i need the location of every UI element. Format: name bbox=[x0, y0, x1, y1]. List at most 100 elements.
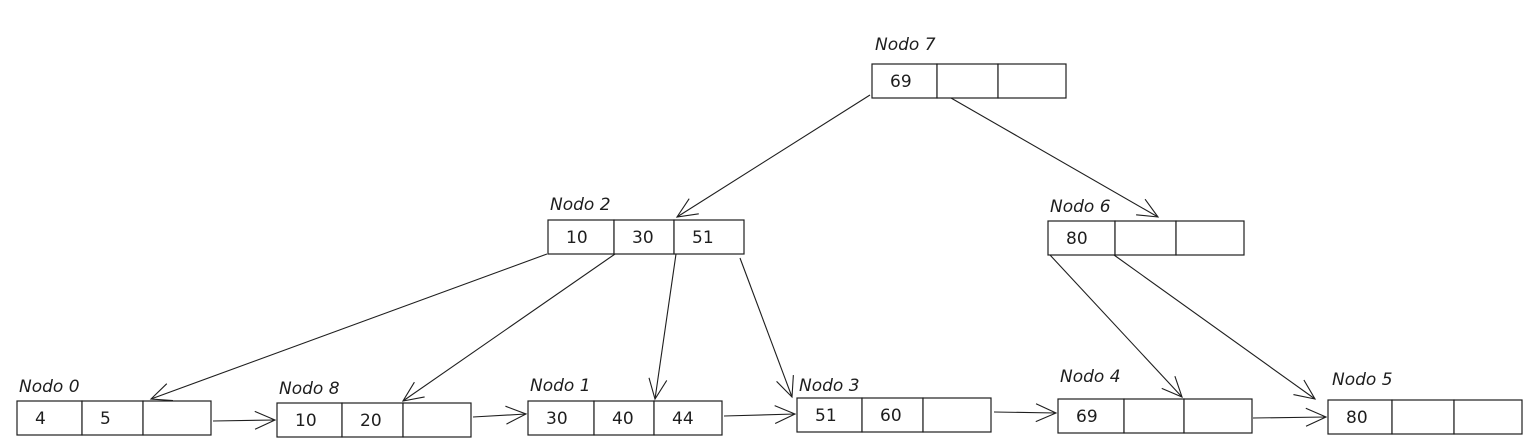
node-1-key-0: 30 bbox=[546, 409, 568, 429]
edge-node-2-to-node-1-arrowhead bbox=[648, 377, 668, 401]
node-6-key-cell-2 bbox=[1175, 220, 1245, 256]
node-3-key-cell-0 bbox=[796, 397, 863, 433]
node-7-key-cell-2 bbox=[997, 63, 1067, 99]
leaf-link-node-3-to-node-4-arrowhead bbox=[1035, 403, 1058, 423]
node-5-key-cell-1 bbox=[1391, 399, 1455, 435]
node-1-key-2: 44 bbox=[672, 409, 694, 429]
leaf-link-node-1-to-node-3-line bbox=[723, 413, 796, 417]
node-4-key-cell-2 bbox=[1183, 398, 1253, 434]
edge-node-2-to-node-3-line bbox=[739, 257, 793, 398]
edge-node-7-to-node-2 bbox=[675, 94, 871, 218]
edge-node-2-to-node-0-arrowhead bbox=[149, 383, 173, 402]
edge-node-2-to-node-8 bbox=[401, 253, 616, 402]
node-4-key-cell-1 bbox=[1123, 398, 1185, 434]
edge-node-6-to-node-5-arrowhead bbox=[1293, 379, 1317, 400]
node-4-label: Nodo 4 bbox=[1060, 367, 1121, 387]
node-6-key-cell-1 bbox=[1114, 220, 1177, 256]
node-2-key-cell-2 bbox=[673, 219, 745, 255]
node-3: Nodo 3 51 60 bbox=[796, 376, 992, 433]
node-6-label: Nodo 6 bbox=[1050, 197, 1111, 217]
node-0-key-cell-0 bbox=[16, 400, 83, 436]
edge-node-2-to-node-0 bbox=[149, 253, 548, 402]
node-0-label: Nodo 0 bbox=[19, 377, 80, 397]
node-2-key-1: 30 bbox=[632, 228, 654, 248]
leaf-link-node-0-to-node-8-arrowhead bbox=[254, 410, 277, 430]
node-2-key-2: 51 bbox=[692, 228, 714, 248]
leaf-link-node-1-to-node-3 bbox=[723, 405, 797, 425]
node-2-key-cell-0 bbox=[547, 219, 615, 255]
edge-node-2-to-node-3-arrowhead bbox=[776, 375, 794, 399]
node-0-key-1: 5 bbox=[100, 409, 111, 429]
node-3-label: Nodo 3 bbox=[799, 376, 860, 396]
edge-node-6-to-node-4-arrowhead bbox=[1161, 376, 1183, 398]
node-0-key-cell-2 bbox=[142, 400, 212, 436]
node-1-key-1: 40 bbox=[612, 409, 634, 429]
leaf-link-node-3-to-node-4 bbox=[993, 403, 1058, 423]
edges-layer bbox=[149, 94, 1328, 430]
leaf-link-node-8-to-node-1 bbox=[472, 405, 528, 425]
edge-node-6-to-node-5 bbox=[1113, 254, 1317, 400]
node-3-key-cell-2 bbox=[922, 397, 992, 433]
node-0: Nodo 0 4 5 bbox=[16, 377, 212, 436]
edge-node-2-to-node-8-line bbox=[402, 253, 616, 402]
edge-node-2-to-node-1 bbox=[648, 253, 677, 401]
edge-node-6-to-node-4 bbox=[1049, 254, 1183, 398]
node-5-key-cell-2 bbox=[1453, 399, 1523, 435]
leaf-link-node-0-to-node-8-line bbox=[212, 419, 276, 422]
leaf-link-node-8-to-node-1-arrowhead bbox=[505, 405, 528, 425]
node-5-label: Nodo 5 bbox=[1332, 370, 1393, 390]
edge-node-7-to-node-2-arrowhead bbox=[675, 198, 699, 218]
node-4-key-0: 69 bbox=[1076, 407, 1098, 427]
node-4-key-cell-0 bbox=[1057, 398, 1125, 434]
node-3-key-cell-1 bbox=[861, 397, 924, 433]
node-7-key-cell-0 bbox=[871, 63, 938, 99]
node-6: Nodo 680 bbox=[1047, 197, 1245, 256]
node-8-key-cell-2 bbox=[402, 402, 472, 438]
node-5: Nodo 5 80 bbox=[1327, 370, 1523, 435]
node-4: Nodo 4 69 bbox=[1057, 367, 1253, 434]
node-2: Nodo 2 10 30 51 bbox=[547, 195, 745, 255]
edge-node-2-to-node-3 bbox=[739, 257, 794, 399]
edge-node-6-to-node-5-line bbox=[1113, 254, 1316, 400]
node-5-key-cell-0 bbox=[1327, 399, 1393, 435]
edge-node-7-to-node-6 bbox=[950, 97, 1160, 218]
node-8-key-cell-0 bbox=[276, 402, 343, 438]
node-3-key-0: 51 bbox=[815, 406, 837, 426]
leaf-link-node-4-to-node-5-line bbox=[1252, 416, 1327, 419]
node-3-key-1: 60 bbox=[880, 406, 902, 426]
node-1: Nodo 1 30 40 44 bbox=[527, 376, 723, 436]
node-2-key-cell-1 bbox=[613, 219, 675, 255]
edge-node-2-to-node-1-line bbox=[654, 253, 677, 400]
edge-node-2-to-node-0-line bbox=[150, 253, 548, 400]
leaf-link-node-4-to-node-5 bbox=[1252, 407, 1328, 427]
edge-node-7-to-node-6-line bbox=[950, 97, 1159, 218]
node-2-label: Nodo 2 bbox=[550, 195, 611, 215]
leaf-link-node-1-to-node-3-arrowhead bbox=[774, 405, 797, 425]
node-0-key-0: 4 bbox=[35, 409, 46, 429]
node-1-key-cell-2 bbox=[653, 400, 723, 436]
node-8-label: Nodo 8 bbox=[279, 379, 340, 399]
node-0-key-cell-1 bbox=[81, 400, 144, 436]
node-2-key-0: 10 bbox=[566, 228, 588, 248]
node-8: Nodo 8 10 20 bbox=[276, 379, 472, 438]
node-8-key-0: 10 bbox=[295, 411, 317, 431]
node-7-label: Nodo 7 bbox=[875, 35, 936, 55]
node-1-key-cell-0 bbox=[527, 400, 595, 436]
node-8-key-1: 20 bbox=[360, 411, 382, 431]
leaf-link-node-4-to-node-5-arrowhead bbox=[1305, 407, 1328, 427]
leaf-link-node-8-to-node-1-line bbox=[472, 413, 527, 418]
edge-node-2-to-node-8-arrowhead bbox=[401, 381, 425, 402]
leaf-link-node-3-to-node-4-line bbox=[993, 411, 1057, 414]
node-7: Nodo 7 69 bbox=[871, 35, 1067, 99]
leaf-link-node-0-to-node-8 bbox=[212, 410, 277, 430]
node-1-label: Nodo 1 bbox=[530, 376, 591, 396]
edge-node-6-to-node-4-line bbox=[1049, 254, 1183, 398]
edge-node-7-to-node-2-line bbox=[676, 94, 871, 218]
edge-node-7-to-node-6-arrowhead bbox=[1136, 198, 1160, 218]
node-7-key-0: 69 bbox=[890, 72, 912, 92]
node-7-key-cell-1 bbox=[936, 63, 999, 99]
node-8-key-cell-1 bbox=[341, 402, 404, 438]
node-5-key-0: 80 bbox=[1346, 408, 1368, 428]
